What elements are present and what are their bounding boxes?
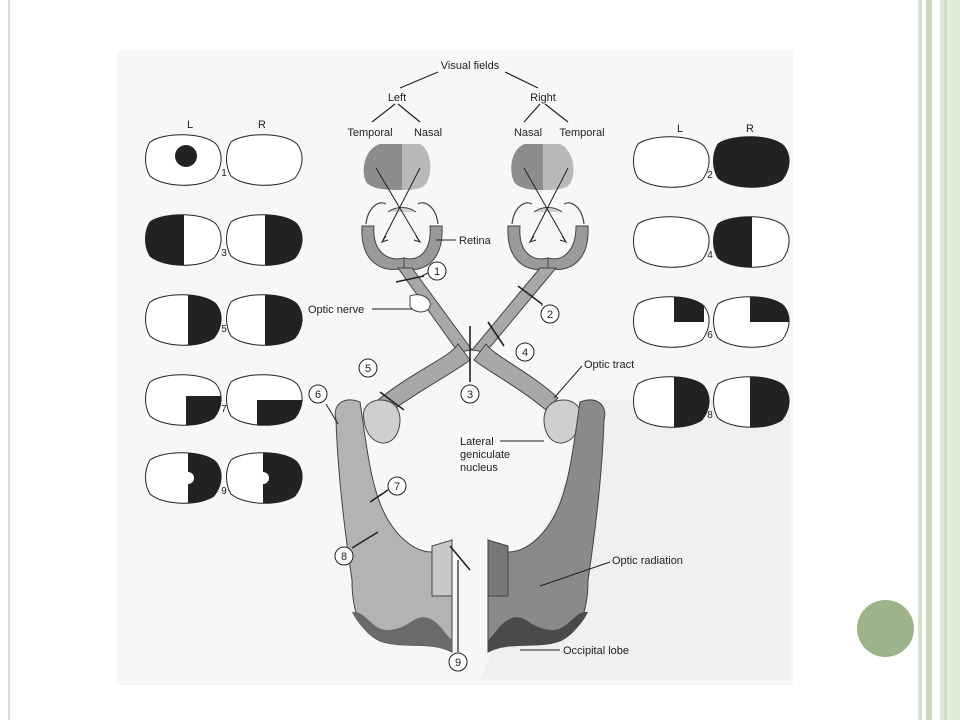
frame-line-right-2 bbox=[926, 0, 932, 720]
left-label: Left bbox=[388, 92, 406, 104]
lesion-number-2: 2 bbox=[540, 304, 560, 324]
optic-nerves bbox=[377, 267, 559, 413]
field-label-r-right: R bbox=[746, 123, 754, 135]
right-optic-radiation bbox=[487, 399, 606, 653]
lesion-7-label: 7 bbox=[394, 481, 400, 493]
lesion-2-label: 2 bbox=[547, 309, 553, 321]
field-defect-2: 2 bbox=[633, 136, 790, 188]
defect-9-label: 9 bbox=[221, 486, 227, 497]
lesion-4-label: 4 bbox=[522, 347, 528, 359]
lateral-geniculate-right bbox=[543, 399, 582, 444]
defect-8-label: 8 bbox=[707, 410, 713, 421]
field-defect-8: 8 bbox=[633, 376, 790, 428]
right-nasal-label: Nasal bbox=[514, 127, 542, 139]
light-rays bbox=[375, 167, 569, 243]
right-label: Right bbox=[530, 92, 556, 104]
field-defect-3: 3 bbox=[145, 214, 303, 266]
frame-band-right bbox=[940, 0, 960, 720]
defect-5-label: 5 bbox=[221, 324, 227, 335]
defect-2-label: 2 bbox=[707, 170, 713, 181]
left-nasal-label: Nasal bbox=[414, 127, 442, 139]
frame-line-left bbox=[8, 0, 10, 720]
defect-4-label: 4 bbox=[707, 250, 713, 261]
visual-fields-title: Visual fields bbox=[441, 60, 500, 72]
frame-line-right-3 bbox=[944, 0, 947, 720]
defect-1-label: 1 bbox=[221, 168, 227, 179]
visual-pathway-diagram: Visual fields Left Right Temporal Nasal … bbox=[117, 50, 793, 685]
lesion-marks bbox=[379, 275, 543, 571]
optic-tract-label: Optic tract bbox=[584, 359, 634, 371]
right-temporal-label: Temporal bbox=[559, 127, 604, 139]
field-defect-1: 1 bbox=[145, 134, 303, 186]
lesion-number-5: 5 bbox=[358, 358, 378, 378]
lesion-number-8: 8 bbox=[334, 531, 379, 566]
lesion-8-label: 8 bbox=[341, 551, 347, 563]
field-defect-4: 4 bbox=[633, 216, 790, 268]
defect-3-label: 3 bbox=[221, 248, 227, 259]
field-label-l-right: L bbox=[677, 123, 683, 135]
left-optic-radiation bbox=[334, 399, 453, 653]
lesion-6-label: 6 bbox=[315, 389, 321, 401]
lesion-number-7: 7 bbox=[369, 476, 407, 503]
field-defect-5: 5 bbox=[145, 294, 303, 346]
structure-labels bbox=[372, 239, 611, 651]
optic-nerve-label: Optic nerve bbox=[308, 304, 364, 316]
lesion-number-6: 6 bbox=[308, 384, 339, 425]
retina-label: Retina bbox=[459, 235, 492, 247]
lgn-label-line1: Lateral bbox=[460, 436, 494, 448]
lgn-label-line3: nucleus bbox=[460, 462, 498, 474]
lesion-number-3: 3 bbox=[460, 384, 480, 404]
left-temporal-label: Temporal bbox=[347, 127, 392, 139]
field-label-l-left: L bbox=[187, 119, 193, 131]
header-tree bbox=[371, 71, 569, 123]
lateral-geniculate-left bbox=[362, 399, 401, 444]
occipital-lobe-label: Occipital lobe bbox=[563, 645, 629, 657]
lesion-1-label: 1 bbox=[434, 266, 440, 278]
lesion-number-9: 9 bbox=[448, 560, 468, 672]
lesion-5-label: 5 bbox=[365, 363, 371, 375]
defect-7-label: 7 bbox=[221, 404, 227, 415]
lgn-label-line2: geniculate bbox=[460, 449, 510, 461]
field-label-r-left: R bbox=[258, 119, 266, 131]
left-eye-field bbox=[363, 144, 431, 190]
lesion-number-1: 1 bbox=[421, 261, 447, 281]
defect-6-label: 6 bbox=[707, 330, 713, 341]
lesion-number-4: 4 bbox=[515, 342, 535, 362]
right-eye-field bbox=[511, 144, 574, 190]
accent-circle bbox=[857, 600, 914, 657]
left-eye bbox=[361, 202, 443, 270]
frame-line-right-1 bbox=[918, 0, 922, 720]
lesion-9-label: 9 bbox=[455, 657, 461, 669]
lesion-3-label: 3 bbox=[467, 389, 473, 401]
optic-radiation-label: Optic radiation bbox=[612, 555, 683, 567]
